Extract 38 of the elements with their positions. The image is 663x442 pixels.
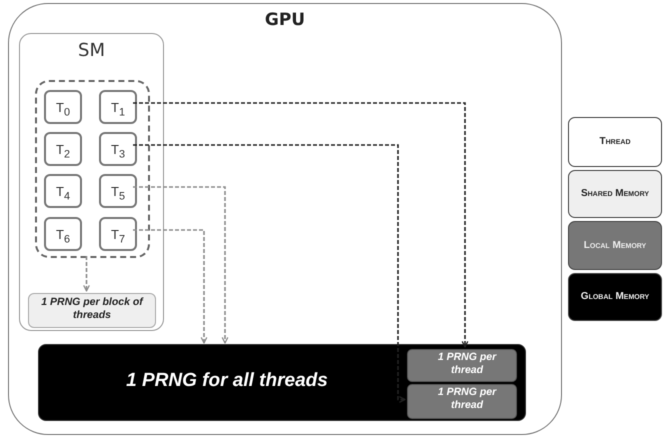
- dashed-arrow: [83, 256, 90, 292]
- thread-box: [44, 90, 82, 124]
- box-label: T$_{7}$: [110, 227, 126, 248]
- thread-box: [99, 132, 137, 166]
- legend-label: Local Memory: [584, 240, 646, 252]
- box-label: T$_{1}$: [110, 100, 126, 120]
- gpu-box: [8, 3, 562, 435]
- box-label: T$_{2}$: [55, 142, 71, 162]
- thread-box: [44, 132, 82, 166]
- local-memory-box: [407, 349, 517, 382]
- thread-box: [44, 174, 82, 208]
- dashed-arrow: [133, 229, 208, 344]
- global-memory-box: [38, 344, 526, 421]
- box-label: T$_{6}$: [55, 227, 71, 248]
- legend-label: Global Memory: [580, 291, 650, 303]
- box-title: SM: [77, 40, 106, 62]
- box-label: 1 PRNG for all threads: [125, 369, 329, 393]
- legend-label: Shared Memory: [580, 188, 650, 200]
- dashed-arrow: [133, 144, 406, 403]
- box-label: 1 PRNG per thread: [436, 386, 498, 412]
- legend-label: Thread: [600, 136, 630, 148]
- box-label: T$_{3}$: [110, 142, 126, 162]
- box-label: 1 PRNG per thread: [436, 351, 498, 378]
- shared-memory-box: [28, 293, 156, 328]
- local-memory-box: [407, 384, 517, 419]
- box-label: T$_{4}$: [55, 184, 71, 204]
- dashed-arrow: [133, 102, 468, 348]
- box-label: T$_{0}$: [55, 100, 71, 120]
- box-label: T$_{5}$: [110, 184, 126, 204]
- box-label: 1 PRNG per block of threads: [40, 296, 144, 322]
- thread-box: [44, 217, 82, 251]
- thread-block-group: [35, 80, 150, 258]
- dashed-arrow: [133, 186, 228, 344]
- thread-box: [99, 90, 137, 124]
- thread-box: [99, 217, 137, 251]
- thread-box: [99, 174, 137, 208]
- box-title: GPU: [264, 10, 306, 32]
- sm-box: [19, 33, 164, 331]
